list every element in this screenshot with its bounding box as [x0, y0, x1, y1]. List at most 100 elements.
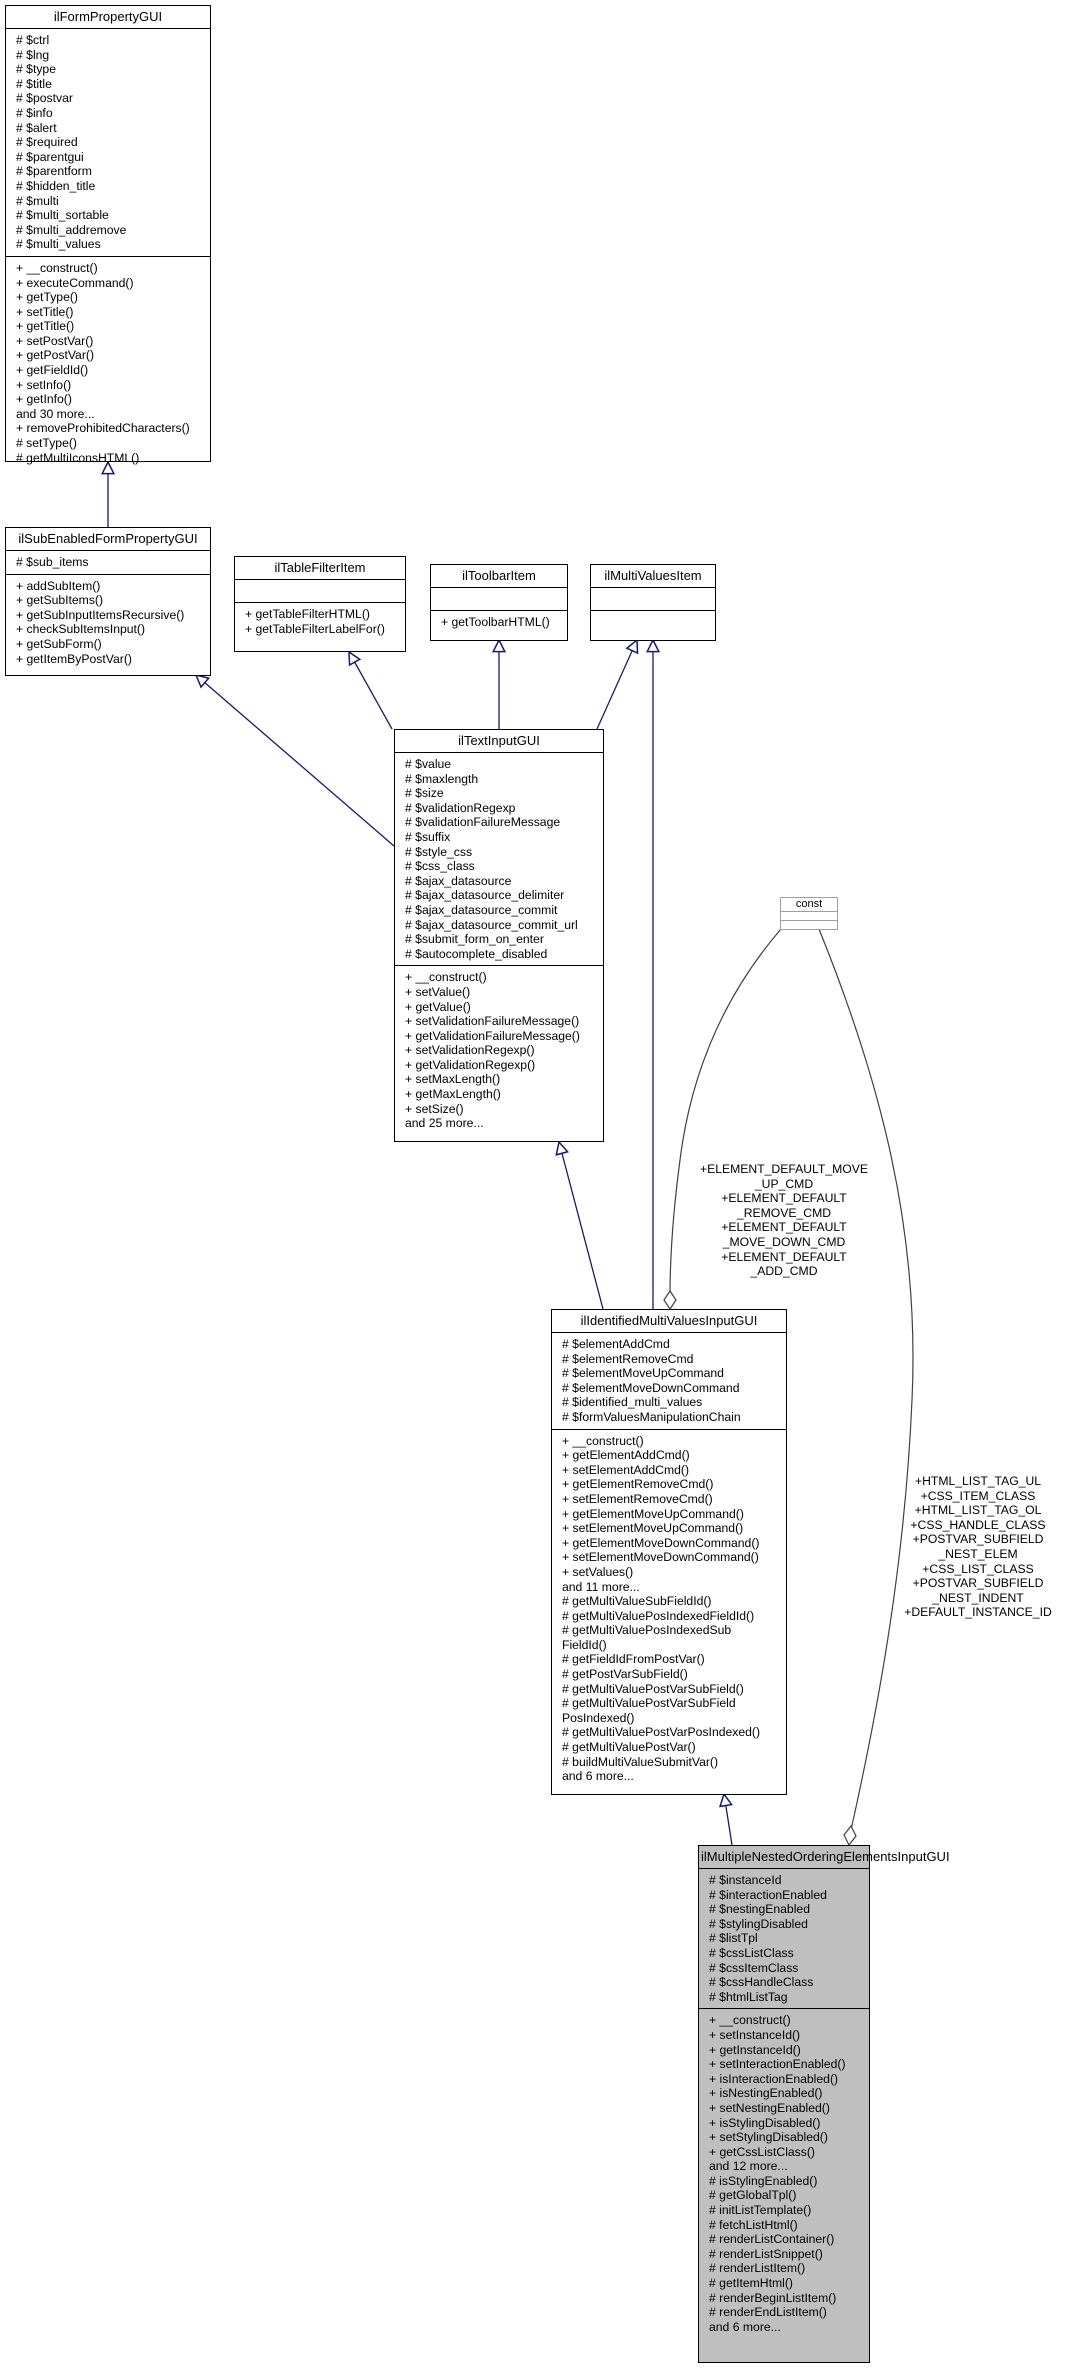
text-line: + getToolbarHTML(): [441, 615, 550, 629]
text-line: +ELEMENT_DEFAULT_MOVE: [699, 1162, 869, 1176]
text-line: # $cssListClass: [709, 1945, 794, 1960]
attribute-list: # $sub_items: [6, 551, 210, 575]
text-line: # getFieldIdFromPostVar(): [562, 1652, 705, 1667]
text-line: + setTitle(): [16, 304, 74, 319]
text-line: + getElementMoveDownCommand(): [562, 1535, 760, 1550]
text-line: # $htmlListTag: [709, 1989, 788, 2004]
text-line: + __construct(): [405, 970, 487, 985]
text-line: + getValidationFailureMessage(): [405, 1028, 580, 1043]
text-line: # renderListSnippet(): [709, 2246, 823, 2261]
text-line: +ELEMENT_DEFAULT: [721, 1191, 847, 1206]
text-line: # renderEndListItem(): [709, 2305, 827, 2320]
class-box-ilidentifiedmultivaluesinputgui[interactable]: ilIdentifiedMultiValuesInputGUI # $eleme…: [551, 1309, 787, 1795]
text-line: + getSubInputItemsRecursive(): [16, 607, 185, 622]
text-line: # getPostVarSubField(): [562, 1667, 688, 1682]
text-line: # $formValuesManipulationChain: [562, 1409, 741, 1424]
text-line: # $submit_form_on_enter: [405, 932, 544, 947]
class-box-iltoolbaritem[interactable]: ilToolbarItem + getToolbarHTML(): [430, 564, 568, 641]
text-line: # $multi_values: [16, 237, 101, 252]
text-line: # $cssHandleClass: [709, 1975, 814, 1990]
text-line: and 25 more...: [405, 1116, 484, 1131]
text-line: + isInteractionEnabled(): [709, 2071, 839, 2086]
method-list: + getTableFilterHTML()+ getTableFilterLa…: [235, 603, 405, 640]
text-line: + setInstanceId(): [709, 2027, 801, 2042]
text-line: # $ajax_datasource_delimiter: [405, 888, 565, 903]
class-name: ilMultiValuesItem: [591, 565, 715, 588]
text-line: +CSS_LIST_CLASS: [922, 1561, 1034, 1576]
inheritance-edge-textinput-tablefilter: [349, 652, 393, 730]
text-line: # $validationFailureMessage: [405, 815, 561, 830]
text-line: # $parentform: [16, 164, 92, 179]
class-box-ilmultiplenestedorderingelementsinputgui[interactable]: ilMultipleNestedOrderingElementsInputGUI…: [698, 1845, 950, 2363]
text-line: # $value: [405, 757, 452, 771]
text-line: + __construct(): [709, 2013, 791, 2028]
text-line: +HTML_LIST_TAG_UL: [914, 1474, 1042, 1488]
text-line: # $required: [16, 135, 78, 150]
text-line: # $ajax_datasource_commit_url: [405, 917, 578, 932]
class-box-iltablefilteritem[interactable]: ilTableFilterItem + getTableFilterHTML()…: [234, 556, 406, 652]
class-box-ilmultivaluesitem[interactable]: ilMultiValuesItem: [590, 564, 716, 641]
text-line: # renderListContainer(): [709, 2232, 835, 2247]
text-line: # $instanceId: [709, 1873, 782, 1887]
text-line: # $suffix: [405, 829, 451, 844]
text-line: # $css_class: [405, 859, 475, 874]
method-list: + __construct()+ getElementAddCmd()+ set…: [552, 1430, 786, 1788]
text-line: + getValidationRegexp(): [405, 1057, 536, 1072]
text-line: ElementsInputGUI: [843, 1849, 950, 1864]
text-line: # getMultiIconsHTML(): [16, 450, 140, 465]
text-line: # $maxlength: [405, 771, 479, 786]
text-line: _MOVE_DOWN_CMD: [722, 1234, 846, 1249]
text-line: +POSTVAR_SUBFIELD: [912, 1576, 1044, 1591]
text-line: +ELEMENT_DEFAULT: [721, 1220, 847, 1235]
text-line: ilMultipleNestedOrdering: [701, 1849, 844, 1864]
text-line: + setElementMoveDownCommand(): [562, 1550, 759, 1565]
text-line: # $ctrl: [16, 33, 50, 47]
class-name: ilMultipleNestedOrderingElementsInputGUI: [699, 1846, 950, 1869]
attribute-list: [235, 580, 405, 603]
text-line: + getType(): [16, 290, 78, 305]
class-box-ilformpropertygui[interactable]: ilFormPropertyGUI # $ctrl# $lng# $type# …: [5, 5, 211, 465]
text-line: # $title: [16, 76, 52, 91]
text-line: # $elementRemoveCmd: [562, 1351, 694, 1366]
text-line: + __construct(): [562, 1433, 644, 1448]
text-line: # $lng: [16, 47, 50, 62]
text-line: # getItemHtml(): [709, 2276, 793, 2291]
text-line: # getMultiValuePosIndexedFieldId(): [562, 1608, 755, 1623]
attribute-list: # $instanceId# $interactionEnabled# $nes…: [699, 1869, 869, 2010]
text-line: # $autocomplete_disabled: [405, 946, 548, 961]
text-line: # $multi_sortable: [16, 208, 109, 223]
attribute-list: # $ctrl# $lng# $type# $title# $postvar# …: [6, 29, 210, 257]
class-box-ilsubenabledformpropertygui[interactable]: ilSubEnabledFormPropertyGUI # $sub_items…: [5, 527, 211, 676]
text-line: # $identified_multi_values: [562, 1395, 703, 1410]
text-line: # getMultiValuePostVarSubField(): [562, 1681, 744, 1696]
text-line: + getPostVar(): [16, 348, 95, 363]
attribute-list: # $elementAddCmd# $elementRemoveCmd# $el…: [552, 1333, 786, 1430]
method-list: + __construct()+ executeCommand()+ getTy…: [6, 257, 210, 469]
text-line: # $cssItemClass: [709, 1960, 799, 1975]
text-line: and 30 more...: [16, 406, 95, 421]
text-line: # isStylingEnabled(): [709, 2173, 818, 2188]
text-line: + getElementAddCmd(): [562, 1448, 690, 1463]
text-line: + setNestingEnabled(): [709, 2100, 830, 2115]
text-line: + setElementAddCmd(): [562, 1462, 690, 1477]
class-name: const: [781, 898, 837, 912]
class-box-const[interactable]: const: [780, 897, 838, 930]
text-line: + setStylingDisabled(): [709, 2130, 828, 2145]
text-line: + getTitle(): [16, 319, 75, 334]
method-list: [591, 611, 715, 633]
text-line: # $postvar: [16, 91, 73, 106]
class-box-iltextinputgui[interactable]: ilTextInputGUI # $value# $maxlength# $si…: [394, 729, 604, 1142]
aggregation-diamond-nested: [843, 1824, 857, 1847]
inheritance-edge-textinput-multivalues: [596, 640, 637, 730]
class-name: ilTableFilterItem: [235, 557, 405, 580]
text-line: # $info: [16, 105, 53, 120]
text-line: # $multi: [16, 193, 59, 208]
class-name: ilSubEnabledFormPropertyGUI: [6, 528, 210, 551]
usage-edge-const-identified: [669, 928, 782, 1297]
aggregation-diamond-identified: [663, 1289, 677, 1311]
text-line: # $size: [405, 786, 444, 801]
text-line: # $multi_addremove: [16, 222, 127, 237]
text-line: + getTableFilterHTML(): [245, 607, 370, 621]
class-name: ilTextInputGUI: [395, 730, 603, 753]
